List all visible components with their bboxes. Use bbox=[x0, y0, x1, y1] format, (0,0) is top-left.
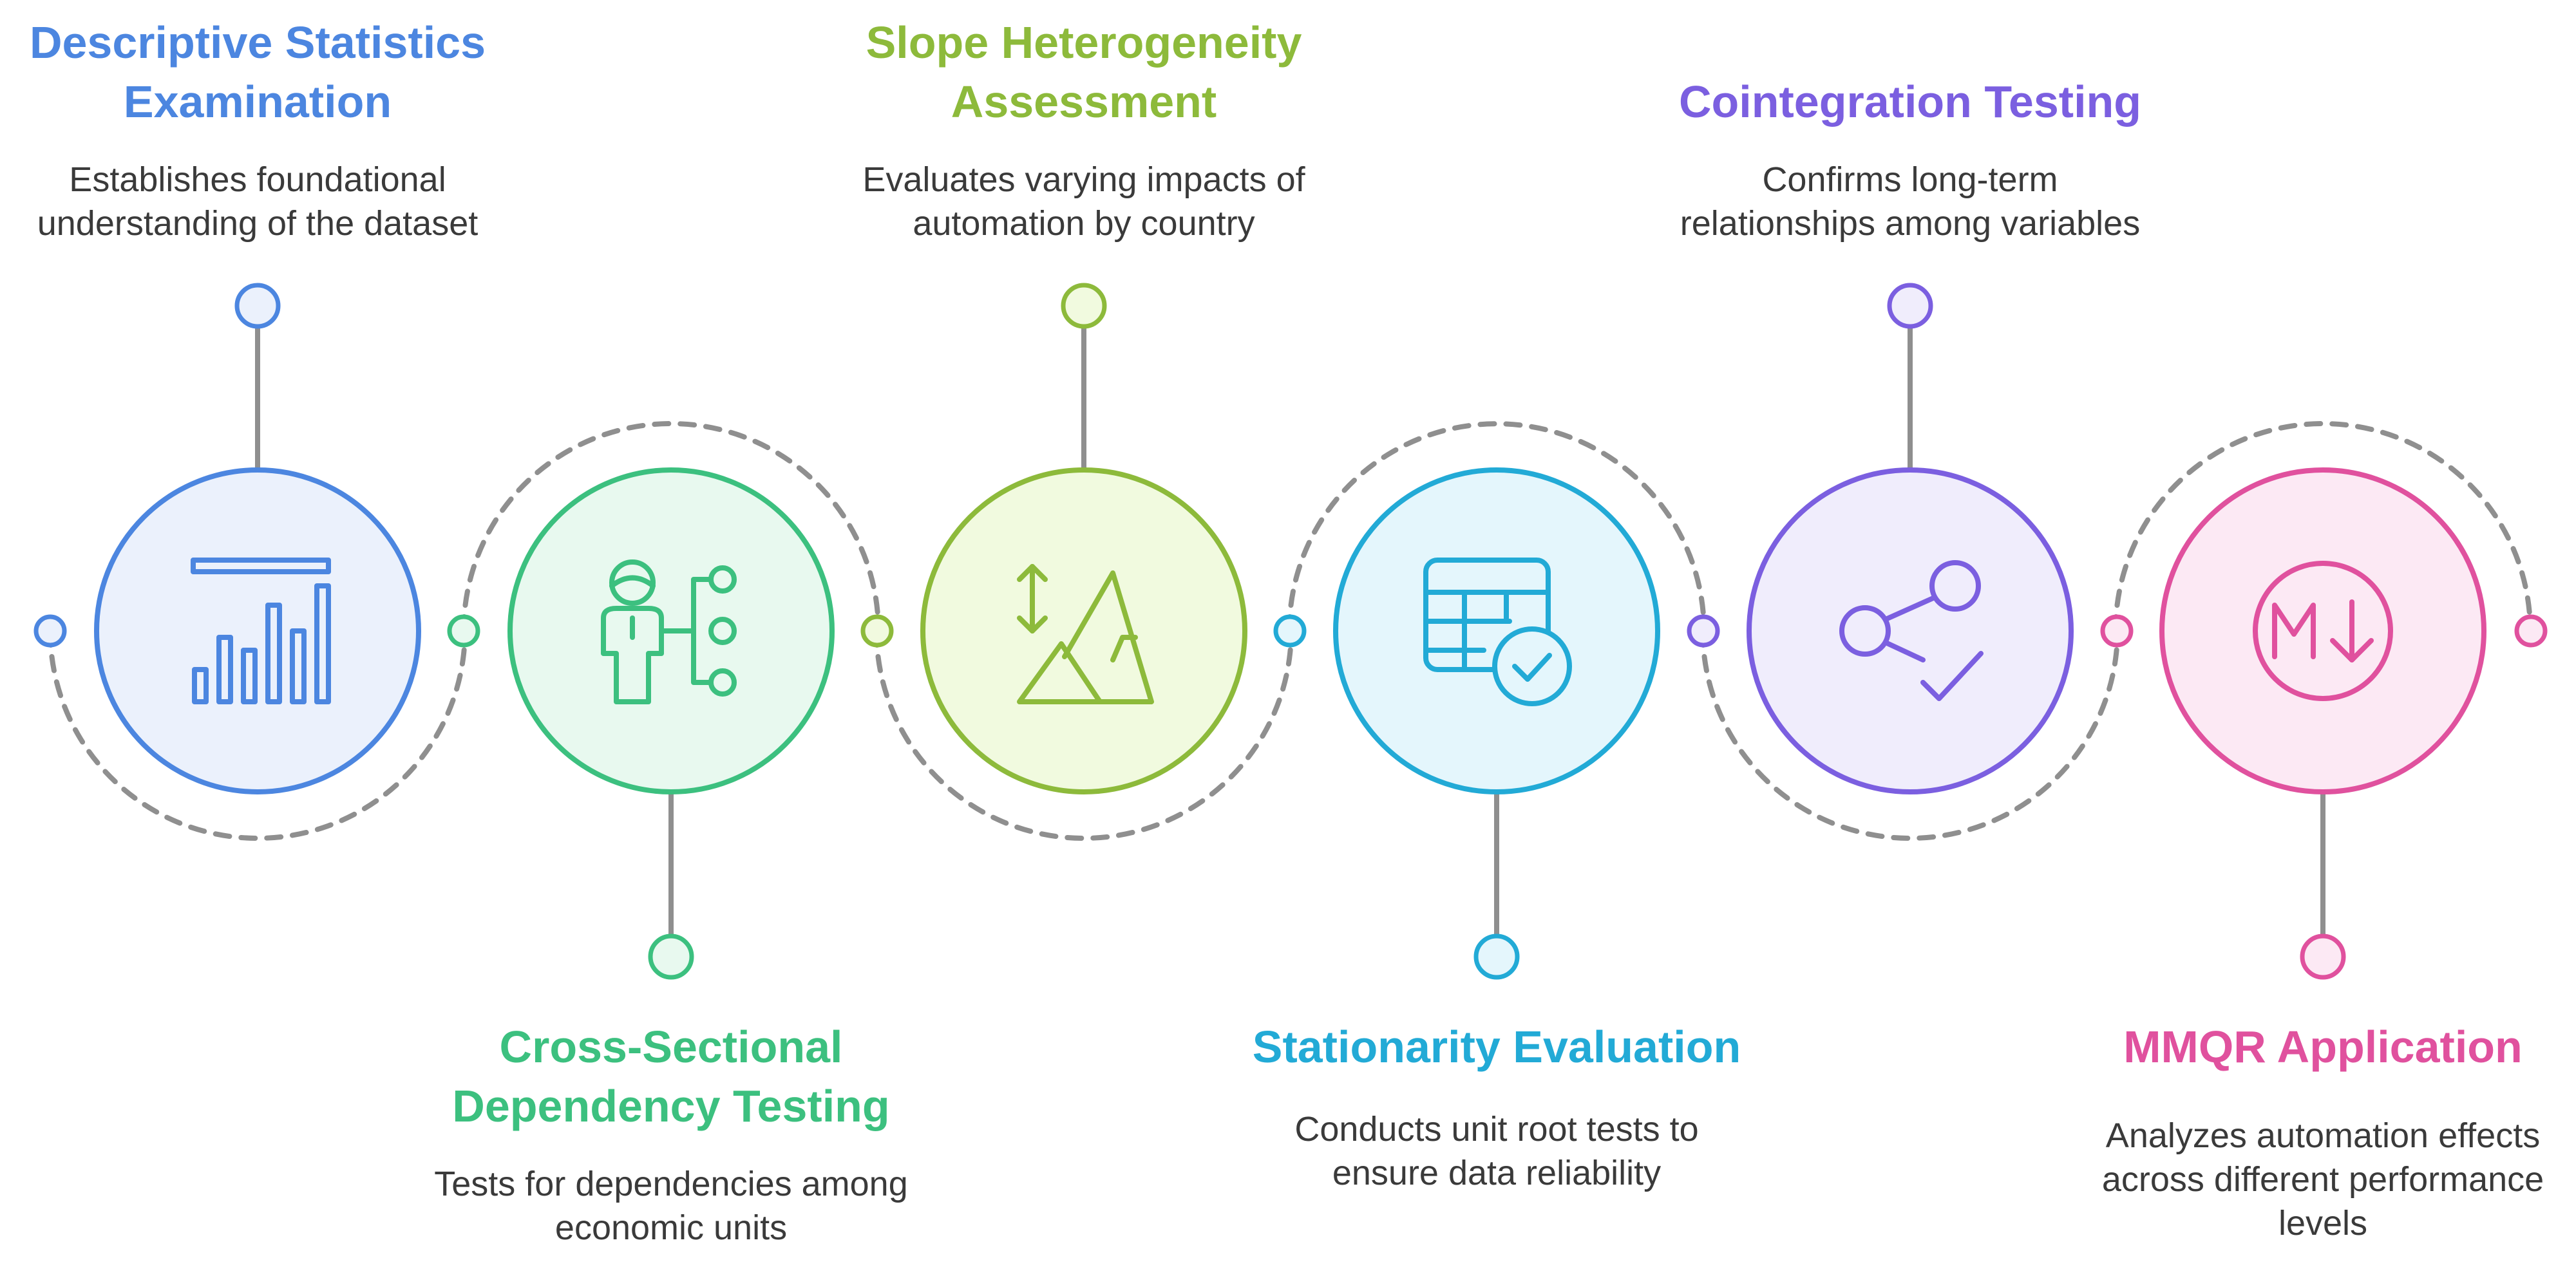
endpoint-dot bbox=[234, 283, 281, 329]
step-node-5 bbox=[1747, 283, 2074, 794]
step-description-5: Confirms long-term relationships among v… bbox=[1680, 160, 2141, 243]
step-node-4 bbox=[1333, 467, 1660, 980]
dashed-connector-arc bbox=[874, 628, 1294, 841]
connector-dot bbox=[1273, 614, 1307, 648]
step-circle bbox=[94, 467, 421, 794]
step-description-1: Establishes foundational understanding o… bbox=[37, 160, 478, 243]
step-node-2 bbox=[507, 467, 835, 980]
connector-dot bbox=[2100, 614, 2134, 648]
step-title-2: Cross-Sectional Dependency Testing bbox=[452, 1022, 890, 1131]
step-description-3: Evaluates varying impacts of automation … bbox=[862, 160, 1305, 243]
step-node-1 bbox=[94, 283, 421, 794]
bar-chart-icon bbox=[191, 558, 331, 704]
endpoint-dot bbox=[1887, 283, 1933, 329]
mountains-arrows-icon bbox=[1017, 564, 1154, 704]
connector-dot bbox=[447, 614, 480, 648]
step-description-2: Tests for dependencies among economic un… bbox=[434, 1165, 908, 1247]
share-check-icon bbox=[1839, 560, 1984, 701]
markdown-icon bbox=[2253, 561, 2393, 701]
step-title-5: Cointegration Testing bbox=[1678, 77, 2142, 127]
step-circle bbox=[2159, 467, 2486, 794]
connector-dot bbox=[33, 614, 67, 648]
dashed-connector-arc bbox=[461, 421, 881, 634]
dashed-connector-arc bbox=[1700, 628, 2120, 841]
step-description-6: Analyzes automation effects across diffe… bbox=[2101, 1116, 2544, 1243]
step-node-3 bbox=[920, 283, 1247, 794]
endpoint-dot bbox=[2300, 934, 2346, 980]
step-description-4: Conducts unit root tests to ensure data … bbox=[1294, 1110, 1699, 1192]
step-circle bbox=[1333, 467, 1660, 794]
step-title-3: Slope Heterogeneity Assessment bbox=[866, 17, 1302, 127]
endpoint-dot bbox=[1061, 283, 1107, 329]
endpoint-dot bbox=[648, 934, 694, 980]
step-title-4: Stationarity Evaluation bbox=[1252, 1022, 1741, 1072]
dashed-connector-arc bbox=[48, 628, 468, 841]
connector-dot bbox=[2514, 614, 2548, 648]
person-network-icon bbox=[601, 559, 737, 704]
table-check-icon bbox=[1423, 558, 1572, 706]
connector-dot bbox=[1687, 614, 1720, 648]
step-node-6 bbox=[2159, 467, 2486, 980]
endpoint-dot bbox=[1473, 934, 1520, 980]
dashed-connector-arc bbox=[1287, 421, 1707, 634]
connector-dot bbox=[860, 614, 894, 648]
step-circle bbox=[920, 467, 1247, 794]
step-title-1: Descriptive Statistics Examination bbox=[29, 17, 486, 127]
step-circle bbox=[1747, 467, 2074, 794]
dashed-connector-arc bbox=[2113, 421, 2533, 634]
step-title-6: MMQR Application bbox=[2123, 1022, 2523, 1072]
